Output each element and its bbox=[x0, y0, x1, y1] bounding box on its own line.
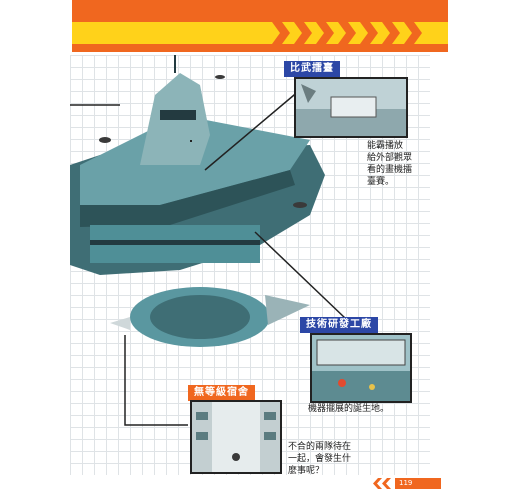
label-lab: 技術研發工廠 bbox=[300, 317, 378, 333]
arena-scene bbox=[296, 84, 406, 136]
ship-drill bbox=[265, 295, 310, 325]
header-chevrons bbox=[272, 22, 422, 44]
caption-dorm: 不合的兩隊待在 一起，會發生什 麼事呢？ bbox=[288, 442, 352, 476]
helicopter-2 bbox=[293, 202, 307, 208]
ship-engine-ring bbox=[150, 295, 250, 339]
caption-arena: 能霸播放 給外部觀眾 看的畫機擂 臺賽。 bbox=[367, 141, 413, 187]
leader-line-arena bbox=[190, 140, 192, 142]
header-stripe bbox=[72, 22, 448, 44]
arena-image bbox=[294, 77, 408, 138]
label-arena: 比武擂臺 bbox=[284, 61, 340, 77]
ship-midsection-stripe bbox=[90, 240, 260, 245]
caption-lab: 機器擺展的誕生地。 bbox=[308, 404, 390, 414]
label-dorm: 無等級宿舍 bbox=[188, 385, 255, 401]
ship-deck-edge bbox=[80, 170, 295, 227]
airship-illustration bbox=[70, 55, 325, 347]
ship-tower-window bbox=[160, 110, 196, 120]
folio-chevrons bbox=[373, 478, 391, 489]
helicopter-3 bbox=[215, 75, 225, 79]
helicopter-1 bbox=[99, 137, 111, 143]
ship-engine-nose bbox=[110, 317, 130, 330]
lab-image bbox=[310, 333, 412, 403]
dorm-scene bbox=[192, 402, 280, 472]
dorm-image bbox=[190, 400, 282, 474]
lab-scene bbox=[312, 339, 410, 401]
page-number: 119 bbox=[395, 478, 441, 489]
